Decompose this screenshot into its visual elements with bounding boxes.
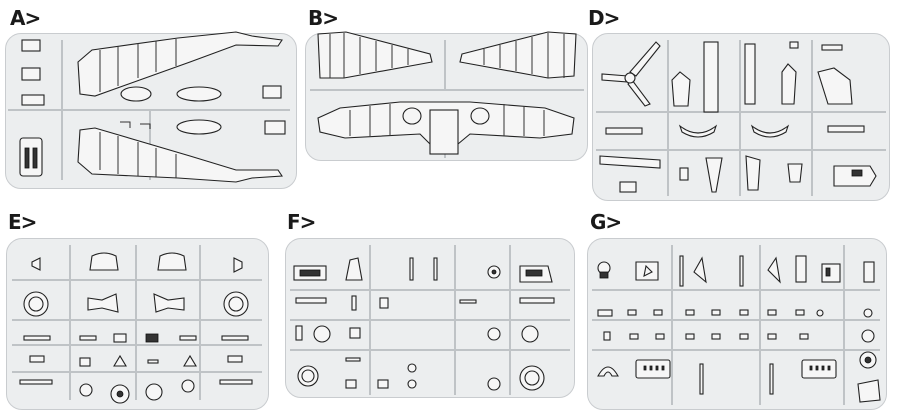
sprue-e-label: E> [8,210,37,234]
sprue-a-label: A> [10,6,41,30]
sprue-e-parts [12,245,262,404]
sprue-f-parts [290,245,570,395]
sprue-g-parts [592,245,881,405]
sprue-g-label: G> [590,210,622,234]
sprue-d-label: D> [588,6,620,30]
sprue-b-label: B> [308,6,339,30]
sprue-a-parts [8,31,290,183]
sprue-d-parts [596,40,886,196]
sprue-f-label: F> [287,210,316,234]
sprue-b-parts [310,31,584,158]
